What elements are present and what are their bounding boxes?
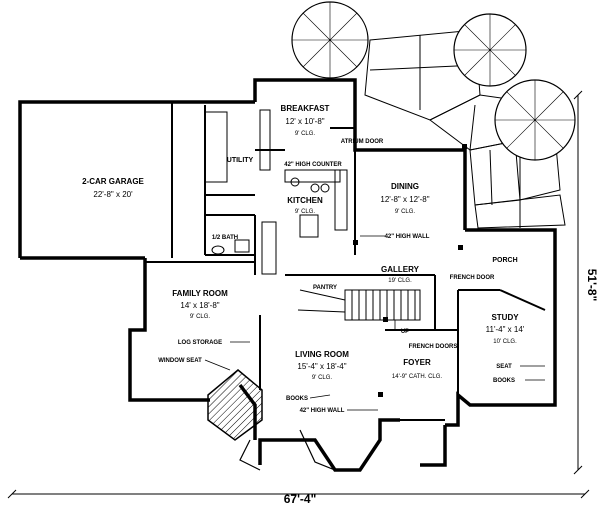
study-name: STUDY xyxy=(491,313,519,322)
foyer-name: FOYER xyxy=(403,358,431,367)
living-name: LIVING ROOM xyxy=(295,350,349,359)
dining-dims: 12'-8" x 12'-8" xyxy=(380,195,429,204)
note-up: UP xyxy=(401,329,409,335)
pantry-name: PANTRY xyxy=(313,285,337,291)
living-clg: 9' CLG. xyxy=(312,375,332,381)
leader-lines xyxy=(204,235,545,411)
half-bath-name: 1/2 BATH xyxy=(212,235,238,241)
study-dims: 11'-4" x 14' xyxy=(486,325,525,334)
note-books-study: BOOKS xyxy=(493,378,515,384)
gallery-clg: 19' CLG. xyxy=(388,278,412,284)
dimension-lines xyxy=(7,90,590,499)
interior-walls xyxy=(145,102,546,421)
note-high-wall-dining: 42" HIGH WALL xyxy=(385,234,430,240)
breakfast-clg: 9' CLG. xyxy=(295,131,315,137)
bath-fixtures xyxy=(211,239,250,255)
note-high-counter: 42" HIGH COUNTER xyxy=(284,162,342,168)
note-french-door: FRENCH DOOR xyxy=(450,275,495,281)
fireplace xyxy=(207,369,263,441)
kitchen-clg: 9' CLG. xyxy=(295,209,315,215)
living-dims: 15'-4" x 18'-4" xyxy=(297,362,346,371)
note-books-living: BOOKS xyxy=(286,396,308,402)
dining-clg: 9' CLG. xyxy=(395,209,415,215)
porch-name: PORCH xyxy=(492,257,517,264)
utility-name: UTILITY xyxy=(227,157,254,164)
breakfast-dims: 12' x 10'-8" xyxy=(285,117,324,126)
overall-depth: 51'-8" xyxy=(585,269,599,302)
foyer-clg: 14'-9" CATH. CLG. xyxy=(392,374,443,380)
dimension-labels: 67'-4" 51'-8" xyxy=(284,269,599,506)
front-bay xyxy=(239,429,381,471)
garage-name: 2-CAR GARAGE xyxy=(82,177,144,186)
breakfast-name: BREAKFAST xyxy=(281,104,330,113)
garage-dims: 22'-8" x 20' xyxy=(93,190,133,199)
plan-notes: ATRIUM DOOR 42" HIGH COUNTER 42" HIGH WA… xyxy=(158,139,515,414)
room-labels: 2-CAR GARAGE 22'-8" x 20' BREAKFAST 12' … xyxy=(82,104,525,381)
stairs xyxy=(297,289,421,321)
note-window-seat: WINDOW SEAT xyxy=(158,358,202,364)
study-clg: 10' CLG. xyxy=(493,339,517,345)
posts xyxy=(353,144,467,397)
note-french-doors: FRENCH DOORS xyxy=(409,344,458,350)
family-dims: 14' x 18'-8" xyxy=(180,301,219,310)
dining-name: DINING xyxy=(391,182,419,191)
gallery-name: GALLERY xyxy=(381,265,420,274)
family-name: FAMILY ROOM xyxy=(172,289,228,298)
kitchen-name: KITCHEN xyxy=(287,196,323,205)
kitchen-counters xyxy=(204,109,348,275)
trees xyxy=(291,1,576,161)
note-seat: SEAT xyxy=(496,364,512,370)
family-clg: 9' CLG. xyxy=(190,314,210,320)
note-log-storage: LOG STORAGE xyxy=(178,340,222,346)
overall-width: 67'-4" xyxy=(284,492,317,506)
note-atrium-door: ATRIUM DOOR xyxy=(341,139,384,145)
note-high-wall-living: 42" HIGH WALL xyxy=(300,408,345,414)
